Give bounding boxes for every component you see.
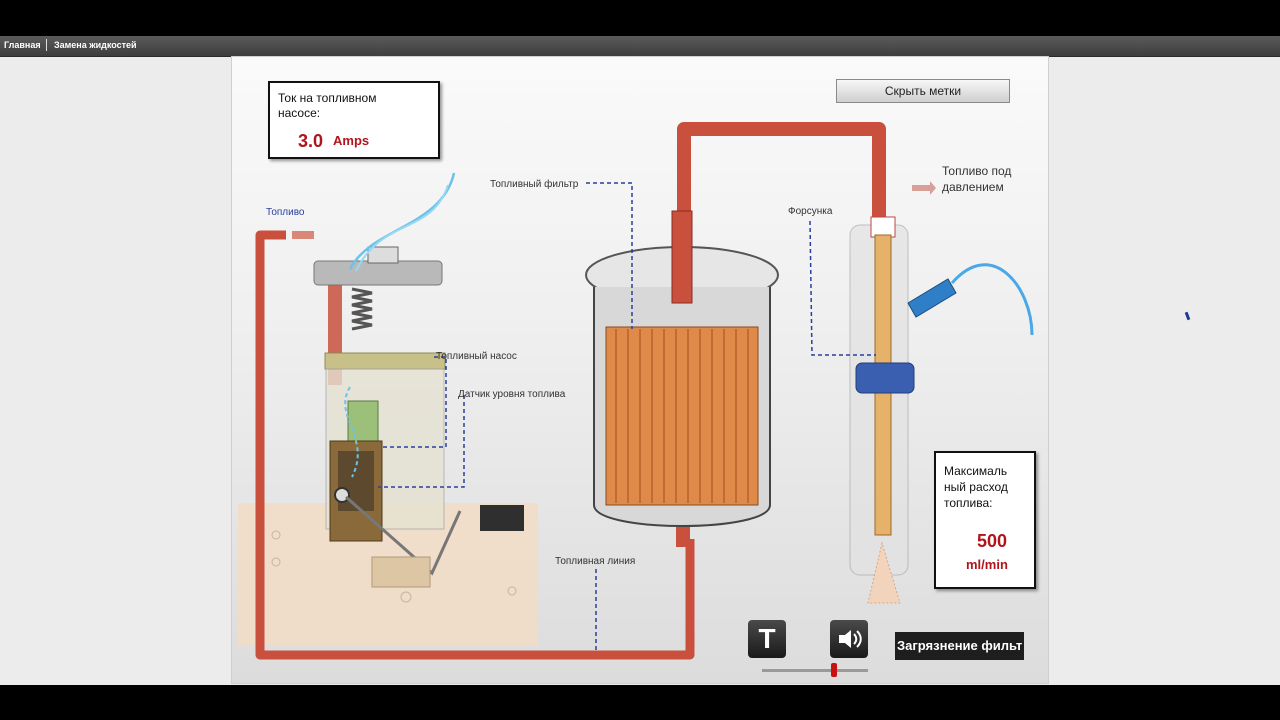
level-sensor-pivot — [334, 487, 350, 503]
nav-home-link[interactable]: Главная — [4, 40, 41, 50]
leader-line-pump — [382, 356, 447, 448]
speaker-icon — [839, 630, 862, 648]
filter-contamination-button[interactable]: Загрязнение фильт — [895, 632, 1024, 660]
filter-element — [605, 326, 759, 506]
label-injector: Форсунка — [788, 206, 833, 217]
pressure-arrow — [912, 181, 936, 195]
tank-bubble — [507, 586, 517, 596]
fuel-line-upper — [677, 122, 886, 232]
top-black-bar — [0, 0, 1280, 36]
leader-line-sensor — [378, 395, 465, 488]
filter-pleats — [615, 329, 749, 503]
pump-spring — [351, 287, 373, 331]
label-fuel-filter: Топливный фильтр — [490, 179, 579, 190]
bottom-black-bar — [0, 685, 1280, 720]
injector-inlet — [870, 216, 896, 238]
fuel-flow-bubbles — [344, 386, 359, 478]
max-flow-panel: Максималь ный расход топлива: 500 ml/min — [934, 451, 1036, 589]
pump-cap — [324, 352, 446, 370]
nav-fluids-link[interactable]: Замена жидкостей — [54, 40, 137, 50]
label-pressurized-fuel: Топливо под давлением — [942, 164, 1012, 194]
injector-connector — [907, 278, 957, 318]
text-toggle-button[interactable]: T — [748, 620, 786, 658]
label-fuel-pump: Топливный насос — [436, 351, 517, 362]
tank-bubble — [271, 530, 281, 540]
pump-current-label: Ток на топливном насосе: — [278, 91, 377, 120]
fuel-line — [255, 230, 695, 660]
nav-separator — [46, 39, 47, 51]
tank-bubble — [271, 557, 281, 567]
label-fuel-level-sensor: Датчик уровня топлива — [458, 389, 566, 400]
max-flow-unit: ml/min — [966, 557, 1008, 572]
injector-solenoid — [855, 362, 915, 394]
simulation-stage: Ток на топливном насосе: 3.0 Amps Скрыть… — [231, 56, 1049, 684]
volume-slider-track[interactable] — [762, 669, 868, 672]
fuel-system-diagram — [238, 122, 1034, 660]
text-toggle-label: T — [758, 623, 776, 654]
tank-bubble — [400, 591, 412, 603]
filter-outlet-tube — [676, 527, 690, 547]
label-fuel: Топливо — [266, 207, 305, 218]
navigation-bar: Главная Замена жидкостей — [0, 36, 1280, 57]
fuel-arrow-outlet — [292, 231, 314, 239]
leader-line-filter — [586, 182, 633, 329]
injector-spray — [867, 541, 901, 604]
injector-wire — [950, 263, 1034, 336]
float-arm — [345, 495, 462, 576]
leader-line-injector — [809, 220, 876, 356]
pump-base — [371, 556, 431, 588]
label-fuel-line: Топливная линия — [555, 556, 636, 567]
pump-current-panel: Ток на топливном насосе: 3.0 Amps — [268, 81, 440, 159]
sound-button[interactable] — [830, 620, 868, 658]
pump-current-value: 3.0 — [298, 131, 324, 151]
pump-motor — [347, 400, 379, 442]
fuel-return-flow — [355, 184, 449, 272]
sensor-float — [480, 505, 524, 531]
max-flow-value: 500 — [977, 531, 1008, 551]
volume-slider-thumb[interactable] — [831, 663, 838, 677]
pump-top-fitting — [367, 246, 399, 264]
pump-current-unit: Amps — [333, 133, 370, 148]
max-flow-label: Максималь ный расход топлива: — [944, 464, 1008, 510]
filter-inlet-tube — [671, 210, 693, 304]
hide-labels-button[interactable]: Скрыть метки — [836, 79, 1010, 103]
stray-mark — [1184, 311, 1191, 321]
pump-mount-plate — [313, 260, 443, 286]
